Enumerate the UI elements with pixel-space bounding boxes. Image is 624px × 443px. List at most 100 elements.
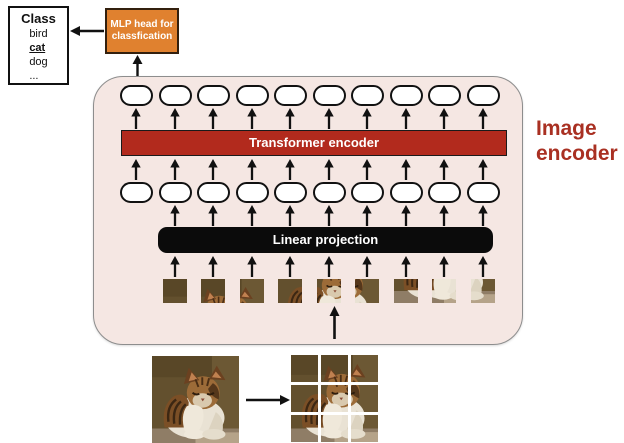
arrow-row-transformer-out <box>130 108 489 134</box>
embedding-token-2 <box>158 182 192 203</box>
embedding-token-7 <box>351 182 384 203</box>
output-token-5 <box>274 85 307 106</box>
output-token-7 <box>351 85 384 106</box>
linear-projection-bar: Linear projection <box>158 227 493 253</box>
left-arrow-icon <box>70 24 104 42</box>
up-arrow-icon <box>246 205 258 231</box>
up-arrow-icon <box>284 108 296 134</box>
output-token-8 <box>389 85 423 106</box>
image-patch-9 <box>422 231 495 303</box>
up-arrow-icon <box>361 256 373 282</box>
output-token-4 <box>235 85 269 106</box>
image-patch-4 <box>278 255 350 327</box>
up-arrow-icon <box>130 159 142 185</box>
mlp-head-box: MLP head for classfication <box>105 8 179 54</box>
image-patch-3 <box>191 279 264 351</box>
right-arrow-icon <box>246 393 290 411</box>
class-box-title: Class <box>21 11 56 26</box>
image-patch-thumb <box>393 231 466 303</box>
up-arrow-icon <box>361 205 373 231</box>
up-arrow-icon <box>400 256 412 282</box>
up-arrow-icon <box>477 159 489 185</box>
image-patch-8 <box>408 231 480 303</box>
up-arrow-icon <box>323 205 335 231</box>
up-arrow-icon <box>284 205 296 231</box>
up-arrow-icon <box>477 256 489 282</box>
output-token-3 <box>197 85 230 106</box>
image-patch-5 <box>292 255 365 327</box>
cat-grid-cell <box>351 355 378 382</box>
image-patch-thumb <box>191 279 264 351</box>
arrow-row-projection-in <box>169 256 489 282</box>
image-patch-thumb <box>162 279 235 351</box>
up-arrow-icon <box>323 108 335 134</box>
output-token-1 <box>120 85 153 106</box>
up-arrow-icon <box>207 205 219 231</box>
up-arrow-icon <box>246 159 258 185</box>
cat-grid-cell <box>351 415 378 442</box>
image-patch-6 <box>307 255 379 327</box>
up-arrow-icon <box>438 108 450 134</box>
image-patch-2 <box>177 279 249 351</box>
up-arrow-icon <box>477 108 489 134</box>
up-arrow-icon <box>438 159 450 185</box>
up-arrow-icon <box>284 256 296 282</box>
up-arrow-icon <box>207 159 219 185</box>
up-arrow-icon <box>246 108 258 134</box>
up-arrow-icon <box>323 256 335 282</box>
embedding-token-1 <box>120 182 153 203</box>
arrow-row-transformer-in <box>130 159 489 185</box>
embedding-token-8 <box>389 182 423 203</box>
class-item-cat: cat <box>29 42 46 54</box>
cat-grid-cell <box>321 385 348 412</box>
arrow-row-projection-out <box>169 205 489 231</box>
output-token-9 <box>428 85 461 106</box>
transformer-encoder-label: Transformer encoder <box>248 135 380 150</box>
up-arrow-icon <box>400 159 412 185</box>
image-patch-thumb <box>177 279 249 351</box>
up-arrow-icon <box>400 205 412 231</box>
class-item-: ... <box>29 70 39 82</box>
embedding-token-4 <box>235 182 269 203</box>
embedding-token-5 <box>274 182 307 203</box>
output-token-6 <box>312 85 346 106</box>
up-arrow-icon <box>169 205 181 231</box>
image-patch-1 <box>162 279 235 351</box>
up-arrow-icon <box>207 108 219 134</box>
up-arrow-icon <box>246 256 258 282</box>
cat-grid-cell <box>291 385 318 412</box>
up-arrow-icon <box>400 108 412 134</box>
image-patch-7 <box>393 231 466 303</box>
cat-grid-cell <box>291 415 318 442</box>
up-arrow-icon <box>361 108 373 134</box>
image-patch-row <box>162 231 495 351</box>
image-patch-thumb <box>422 231 495 303</box>
image-patch-thumb <box>278 255 350 327</box>
input-up-arrow-icon <box>328 306 341 344</box>
up-arrow-icon <box>130 108 142 134</box>
class-token-up-arrow-icon <box>131 55 144 81</box>
cat-photo <box>152 356 239 443</box>
embedding-token-9 <box>428 182 461 203</box>
embedding-token-6 <box>312 182 346 203</box>
class-item-bird: bird <box>29 28 48 40</box>
cat-photo-patch-grid <box>291 355 378 442</box>
up-arrow-icon <box>284 159 296 185</box>
up-arrow-icon <box>438 256 450 282</box>
up-arrow-icon <box>207 256 219 282</box>
cat-grid-cell <box>321 415 348 442</box>
transformer-encoder-bar: Transformer encoder <box>121 130 507 156</box>
up-arrow-icon <box>477 205 489 231</box>
cat-photo-image <box>152 356 239 443</box>
embedding-token-10 <box>466 182 500 203</box>
up-arrow-icon <box>169 159 181 185</box>
cat-grid-cell <box>321 355 348 382</box>
up-arrow-icon <box>169 108 181 134</box>
cat-grid-cell <box>351 385 378 412</box>
image-patch-thumb <box>307 255 379 327</box>
embedding-token-3 <box>197 182 230 203</box>
up-arrow-icon <box>361 159 373 185</box>
